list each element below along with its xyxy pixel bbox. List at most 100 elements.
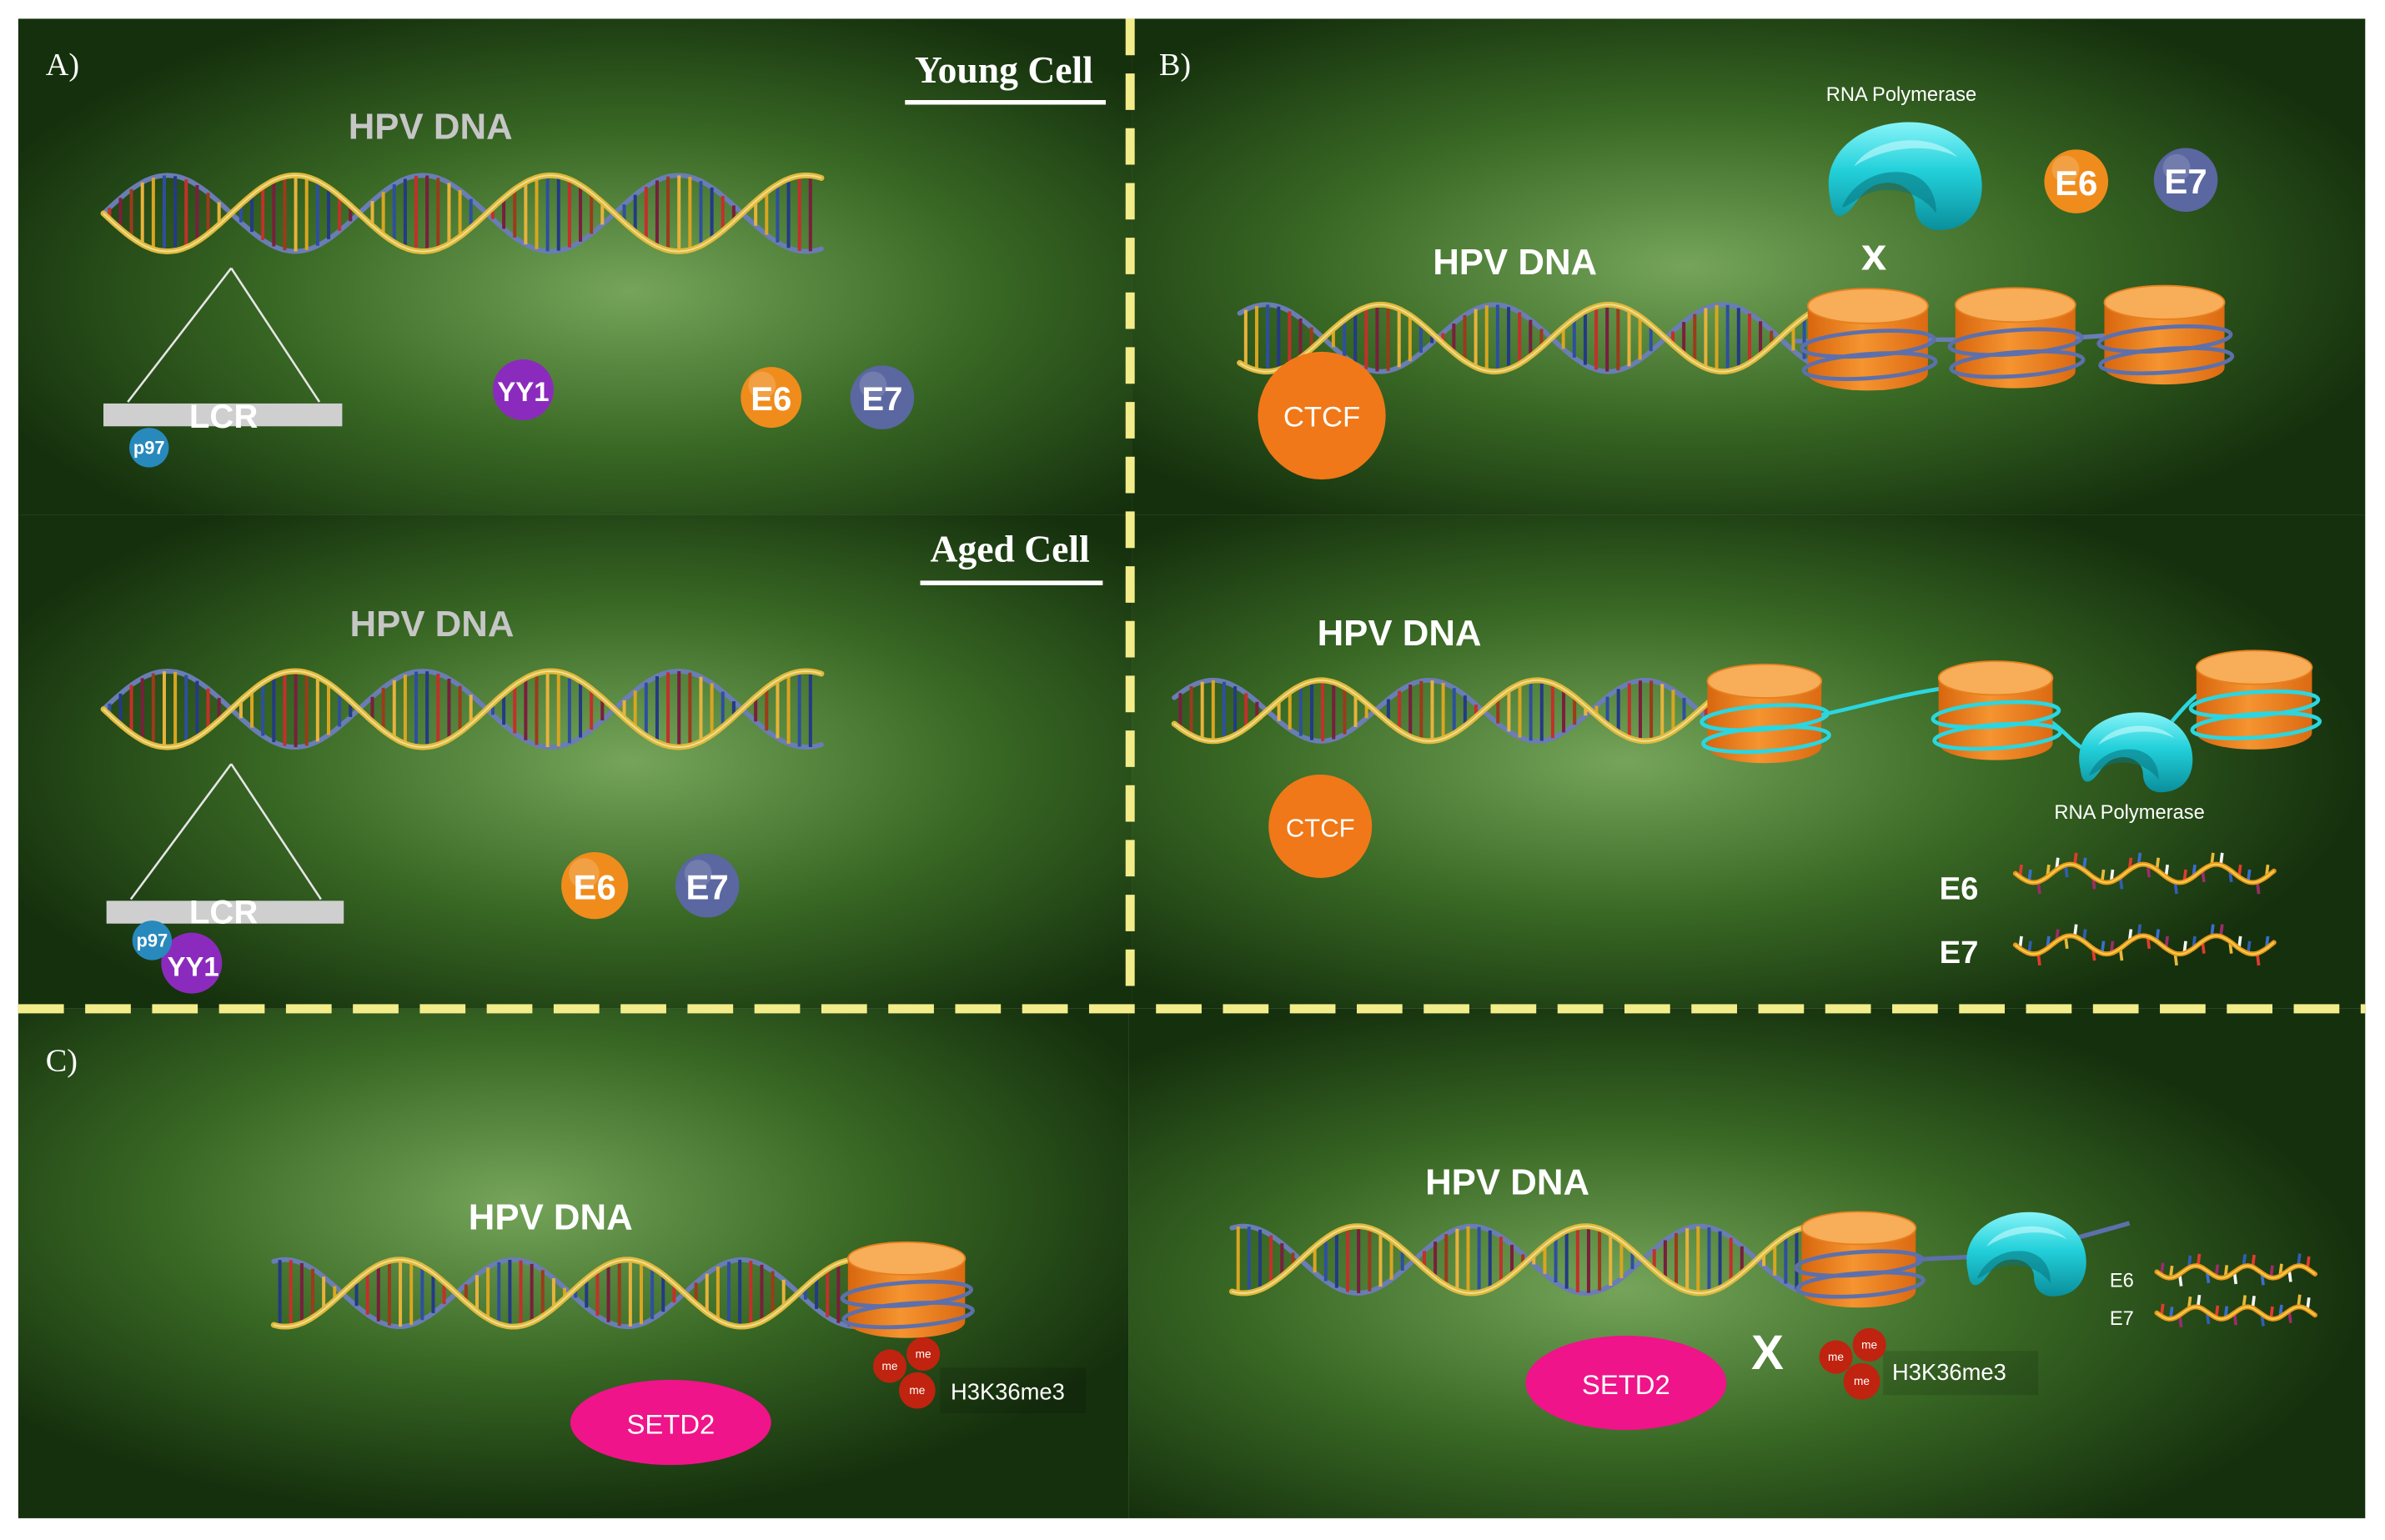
nucleosome-body <box>1938 678 2053 760</box>
base-pairs <box>108 175 812 252</box>
dna-strand-back <box>1229 1223 1813 1296</box>
polymerase-shape <box>1828 122 1982 230</box>
rna-polymerase <box>2079 712 2193 793</box>
setd2-label: SETD2 <box>626 1408 715 1439</box>
mrna-backbone-highlight <box>2156 1306 2316 1320</box>
setd2-ellipse <box>570 1379 771 1466</box>
yy1-protein: YY1 <box>492 359 554 420</box>
setd2-ellipse <box>1525 1336 1727 1431</box>
lcr-label: LCR <box>189 398 258 435</box>
nucleosome-top <box>2103 284 2226 320</box>
e7-label: E7 <box>686 867 729 906</box>
panel-b-active: HPV DNA RNA Polymerase CTCF E6 E7 <box>1132 514 2366 1009</box>
nucleosome-body <box>1955 304 2076 389</box>
ball-highlight <box>859 371 887 399</box>
e6-label: E6 <box>2055 163 2097 203</box>
ctcf-ball <box>1268 774 1373 879</box>
methyl-ball <box>906 1337 941 1371</box>
ctcf-label: CTCF <box>1286 813 1355 842</box>
panel-c-setd2-blocked: HPV DNA E6 E7 SETD2 X me me me H3K36me <box>1128 1008 2366 1518</box>
p97-ball <box>129 428 169 468</box>
histone-mark-label: H3K36me3 <box>951 1379 1065 1405</box>
condition-title: Young Cell <box>915 48 1093 91</box>
panel-c-setd2-active: C) HPV DNA me me me H3K36me3 SETD2 <box>18 1008 1129 1518</box>
ctcf-ball <box>1258 351 1386 480</box>
nucleosome-top <box>2195 650 2313 685</box>
dna-wrap <box>841 1301 975 1330</box>
linker-segment <box>1818 685 1948 718</box>
nucleosome <box>1800 288 1938 391</box>
dna-helix <box>1237 301 1815 375</box>
dna-wrap <box>1795 1270 1926 1299</box>
histone-mark-label-background <box>940 1367 1087 1414</box>
base-pairs <box>108 670 812 748</box>
methyl-group: me <box>872 1349 907 1383</box>
e6-oncoprotein: E6 <box>2044 149 2109 213</box>
methyl-label: me <box>1854 1375 1870 1387</box>
e6-mrna <box>2154 1253 2318 1287</box>
rna-polymerase <box>1828 122 1982 230</box>
dna-strand-back <box>1172 677 1719 744</box>
e6-ball <box>2044 149 2109 213</box>
dna-label: HPV DNA <box>469 1196 633 1237</box>
polymerase-highlight <box>1854 140 1958 167</box>
panel-label: C) <box>46 1044 78 1079</box>
e7-ball <box>850 365 915 429</box>
dna-helix <box>100 668 825 750</box>
panel-label: B) <box>1159 48 1191 83</box>
p97-label: p97 <box>133 437 165 458</box>
yy1-label: YY1 <box>168 951 219 981</box>
methyl-ball <box>1852 1327 1886 1362</box>
p97-ball <box>132 920 173 961</box>
dna-wrap <box>1801 351 1938 381</box>
lcr-callout-line <box>127 267 233 403</box>
methyl-label: me <box>1828 1351 1844 1363</box>
p97-protein: p97 <box>129 428 169 468</box>
setd2-enzyme: SETD2 <box>1525 1336 1727 1431</box>
lcr-region: LCR <box>106 763 344 931</box>
polymerase-shape <box>2079 712 2193 793</box>
methyl-ball <box>1843 1362 1880 1400</box>
dna-label: HPV DNA <box>1318 613 1482 654</box>
ctcf-protein: CTCF <box>1258 351 1386 480</box>
base-pairs <box>278 1259 851 1327</box>
panel-a-young-cell: A) Young Cell HPV DNA LCR p97 YY1 E6 E7 <box>18 18 1132 515</box>
condition-title: Aged Cell <box>931 528 1090 570</box>
nucleosome-top <box>1806 288 1929 324</box>
e7-oncoprotein: E7 <box>2153 148 2218 213</box>
dna-wrap <box>2190 710 2322 740</box>
mrna-backbone-highlight <box>2156 1265 2316 1279</box>
dna-wrap <box>1932 721 2063 751</box>
dna-wrap <box>1701 725 1831 755</box>
methyl-group: me <box>1843 1362 1880 1400</box>
nucleosome-body <box>1707 680 1822 764</box>
methyl-group: me <box>906 1337 941 1371</box>
dna-strand-highlight <box>274 1258 856 1327</box>
dna-strand-highlight <box>1173 679 1717 742</box>
dna-label: HPV DNA <box>349 107 513 148</box>
lcr-bar <box>103 403 343 427</box>
dna-helix <box>1171 677 1719 745</box>
panel-background <box>1128 1008 2366 1518</box>
yy1-protein: YY1 <box>161 932 223 994</box>
e7-transcript-label: E7 <box>2110 1308 2134 1330</box>
dna-label: HPV DNA <box>350 604 515 645</box>
setd2-enzyme: SETD2 <box>570 1379 771 1466</box>
linker-segment <box>2074 1221 2131 1241</box>
ball-highlight <box>569 858 600 889</box>
e6-mrna <box>2012 852 2277 895</box>
nucleosome <box>2096 284 2235 385</box>
histone-mark-label: H3K36me3 <box>1892 1359 2006 1385</box>
dna-label: HPV DNA <box>1433 242 1597 283</box>
dna-strand-highlight <box>1239 303 1812 373</box>
panel-background <box>18 18 1132 515</box>
yy1-label: YY1 <box>497 376 549 407</box>
panel-b-repressed: B) RNA Polymerase E6 E7 x HPV DNA CTCF <box>1132 18 2366 515</box>
setd2-label: SETD2 <box>1582 1369 1670 1400</box>
methyl-group: me <box>898 1372 936 1409</box>
panel-background <box>18 514 1132 1009</box>
dna-helix <box>100 172 825 254</box>
e7-ball <box>2153 148 2218 213</box>
ball-highlight <box>748 371 776 399</box>
nucleosome-body <box>847 1258 966 1338</box>
